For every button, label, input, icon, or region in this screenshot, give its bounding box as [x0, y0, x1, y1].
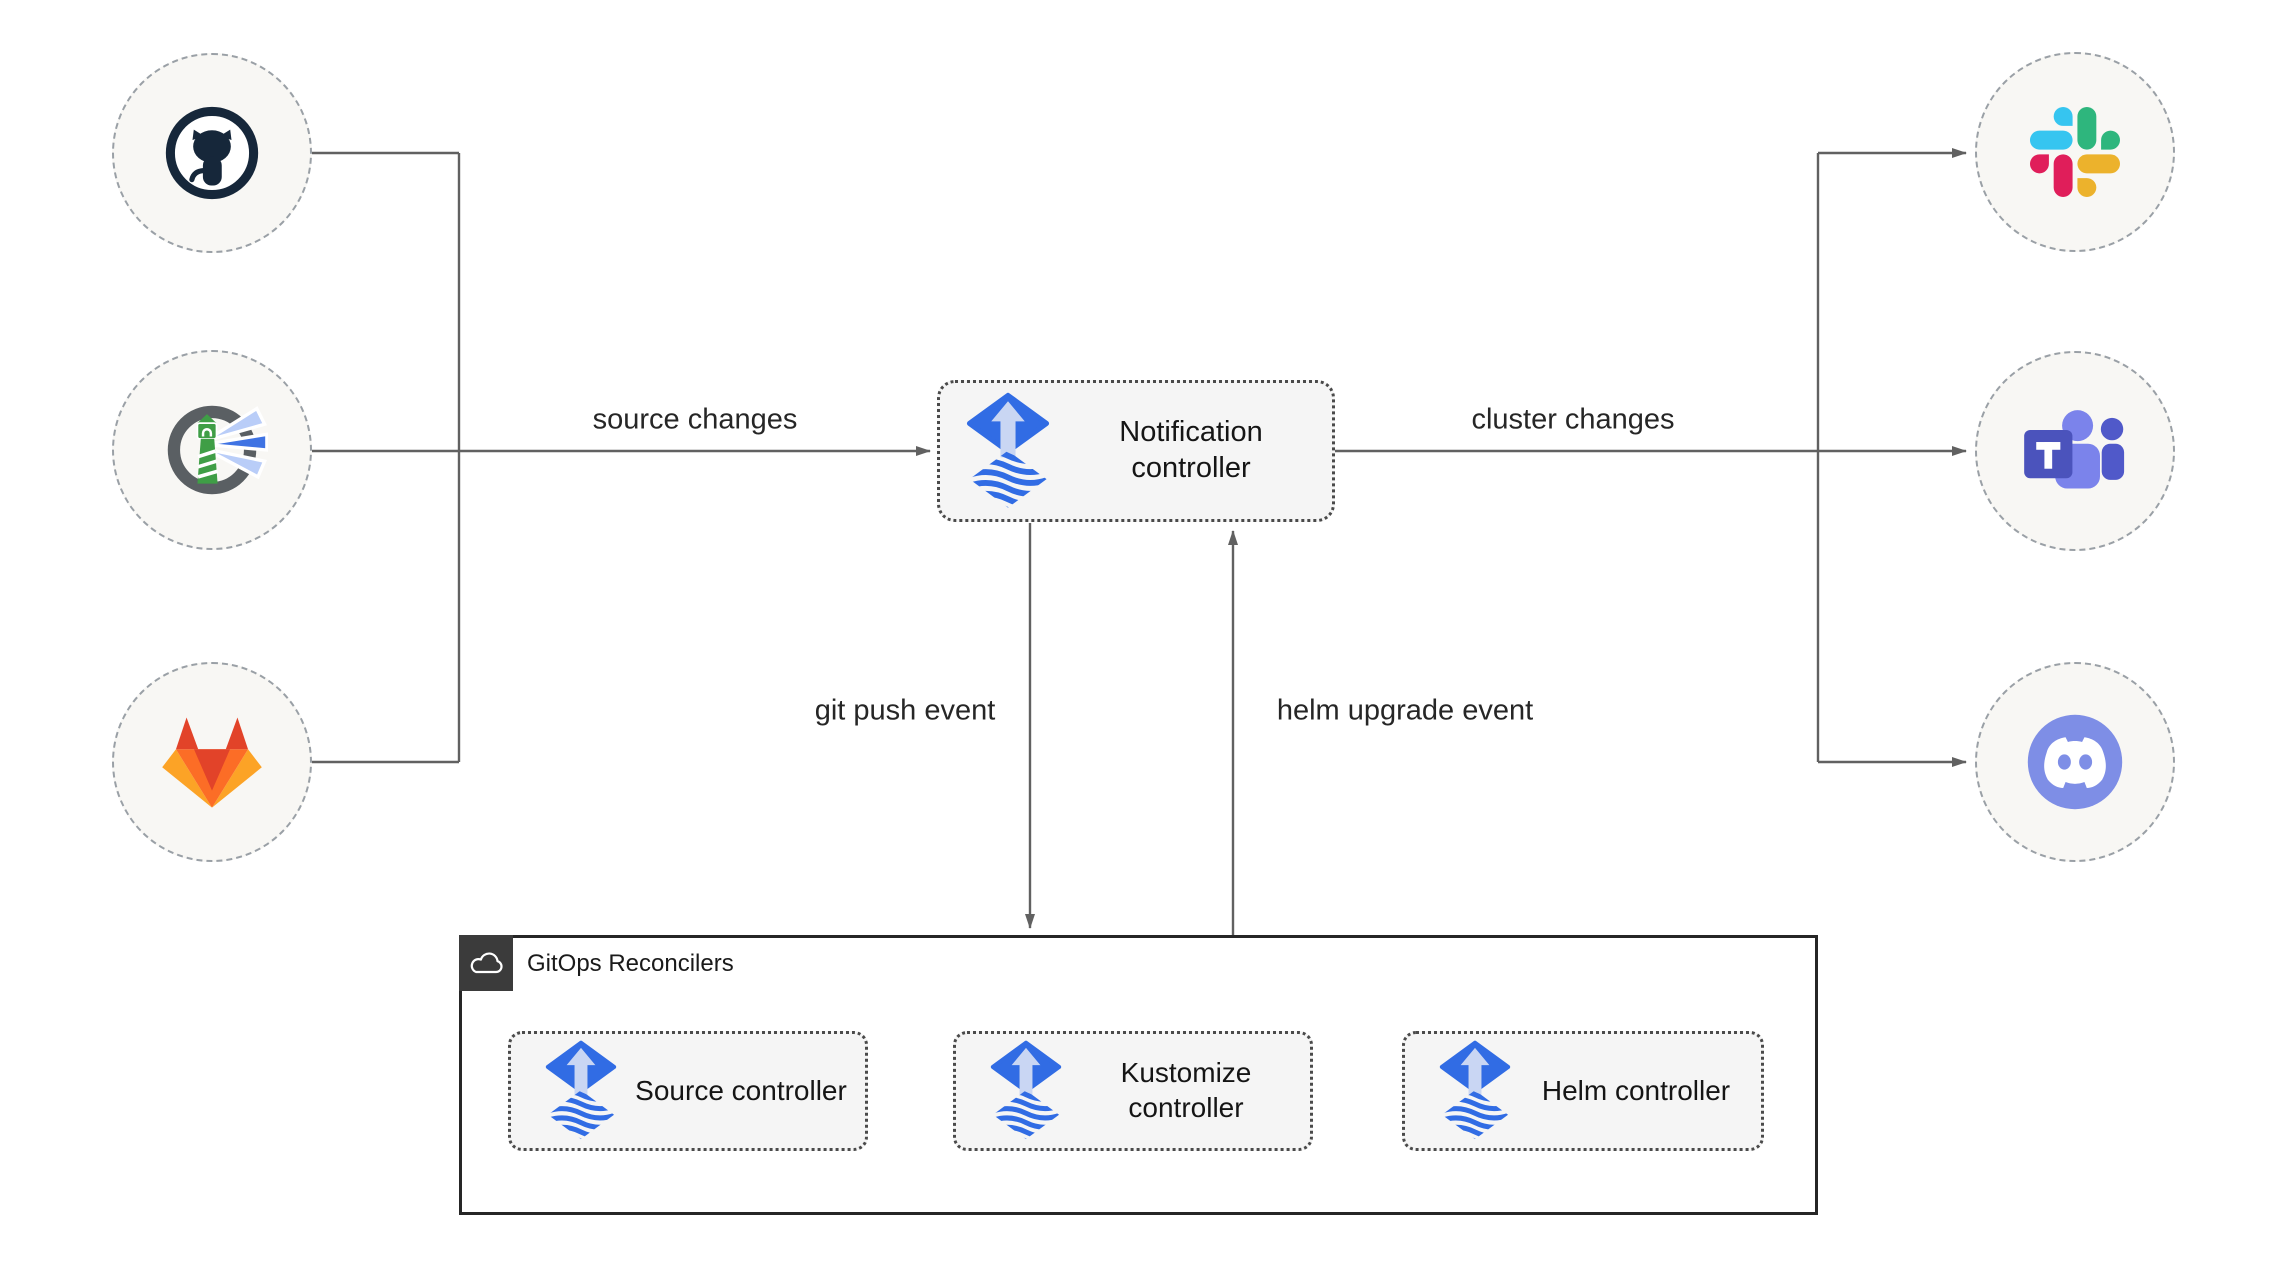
target-node-teams — [1975, 351, 2175, 551]
source-node-github — [112, 53, 312, 253]
source-node-gitlab — [112, 662, 312, 862]
source-node-harbor — [112, 350, 312, 550]
helm-controller-label: Helm controller — [1541, 1074, 1731, 1106]
harbor-icon — [167, 405, 268, 495]
flux-icon — [990, 1040, 1062, 1142]
edge-label-cluster-changes: cluster changes — [1471, 403, 1675, 436]
flux-icon — [966, 392, 1050, 511]
github-icon — [165, 106, 259, 200]
notification-controller-node: Notification controller — [937, 380, 1335, 522]
kustomize-controller-node: Kustomize controller — [953, 1031, 1313, 1151]
gitlab-icon — [162, 717, 262, 808]
discord-icon — [2027, 714, 2123, 810]
edge-label-source-changes: source changes — [592, 403, 798, 436]
kustomize-controller-label: Kustomize controller — [1120, 1057, 1252, 1123]
gitops-reconcilers-tab — [459, 935, 513, 991]
slack-icon — [2030, 107, 2120, 197]
target-node-slack — [1975, 52, 2175, 252]
edge-label-helm-upgrade-event: helm upgrade event — [1276, 694, 1534, 727]
source-controller-label: Source controller — [635, 1074, 847, 1106]
flux-icon — [1439, 1040, 1511, 1142]
notification-controller-label: Notification controller — [1119, 416, 1263, 484]
helm-controller-node: Helm controller — [1402, 1031, 1764, 1151]
target-node-discord — [1975, 662, 2175, 862]
cloud-icon — [470, 952, 503, 974]
source-controller-node: Source controller — [508, 1031, 868, 1151]
teams-icon — [2024, 409, 2125, 489]
edge-label-git-push-event: git push event — [814, 694, 996, 727]
gitops-reconcilers-title: GitOps Reconcilers — [527, 950, 734, 977]
flux-icon — [545, 1040, 617, 1142]
